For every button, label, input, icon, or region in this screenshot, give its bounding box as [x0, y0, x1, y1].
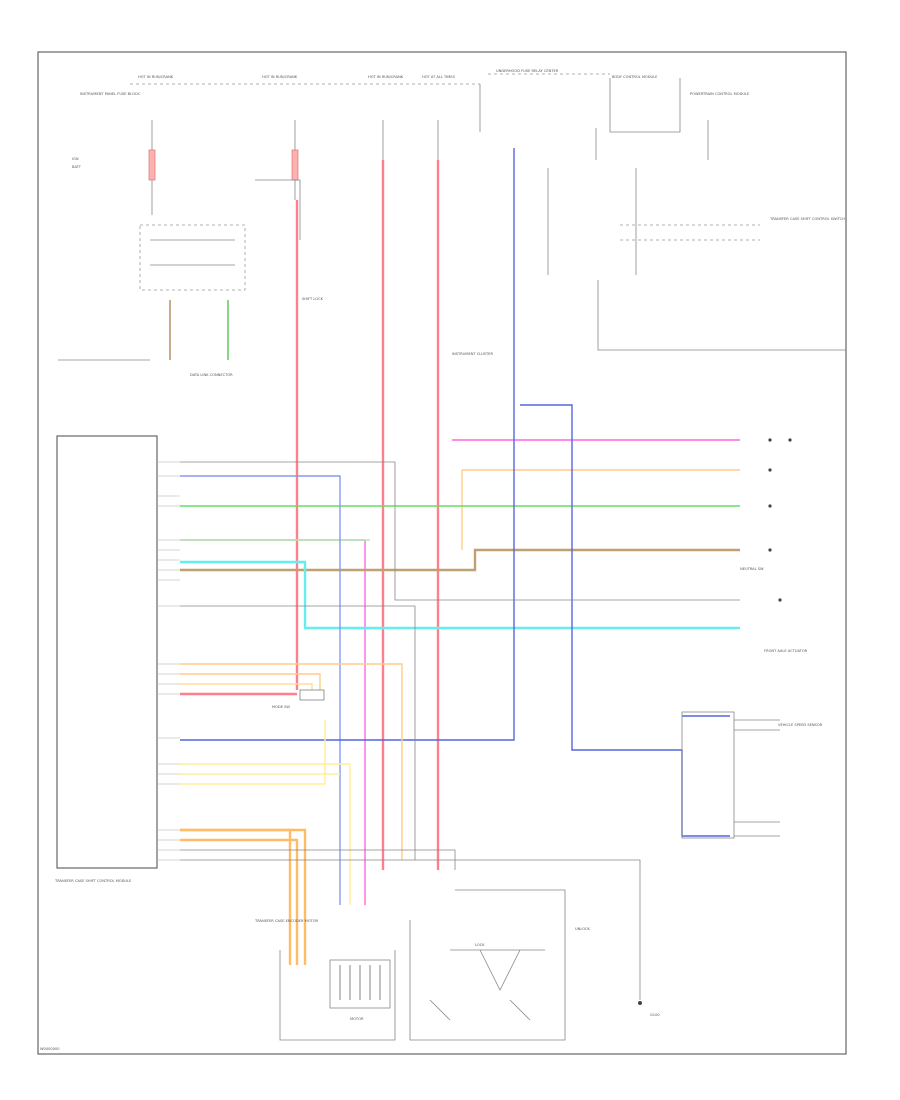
wire-brown [180, 548, 740, 572]
motor-inner [429, 949, 545, 1021]
relay-inner [150, 239, 235, 266]
label-transfer-case-encoder: TRANSFER CASE ENCODER MOTOR [254, 919, 319, 923]
encoder-bracket [279, 950, 396, 1041]
wire-yellow-3 [180, 720, 326, 785]
fuse-symbol-2 [291, 149, 299, 181]
connector-center [299, 689, 325, 701]
wire-gray-1 [180, 461, 740, 601]
wire-orange-2 [180, 673, 321, 690]
label-instrument-cluster: INSTRUMENT CLUSTER [452, 352, 493, 356]
wire-orange-1 [180, 663, 403, 860]
label-ground: G100 [650, 1013, 660, 1017]
label-front-axle-actuator: FRONT AXLE ACTUATOR [764, 649, 808, 653]
encoder-pins [339, 965, 381, 1000]
label-hot-run-1: HOT IN RUN/CRANK [138, 75, 174, 79]
label-pcm: POWERTRAIN CONTROL MODULE [690, 92, 750, 96]
right-connector-pins [734, 719, 780, 837]
label-hot-run-2: HOT IN RUN/CRANK [262, 75, 298, 79]
label-ign: IGN [72, 157, 79, 161]
ur-return-line [597, 280, 846, 351]
right-terminals [768, 438, 792, 602]
wire-yellow-1 [180, 763, 351, 905]
wire-blue-long [520, 404, 730, 837]
label-vehicle-speed: VEHICLE SPEED SENSOR [778, 723, 823, 727]
figure-id: W0000000 [40, 1047, 60, 1051]
encoder-connector [329, 959, 391, 1009]
mid-switch-line [255, 179, 301, 240]
transfer-case-module-box [56, 435, 158, 869]
motor-frame [409, 889, 566, 1041]
fuse-box-line-2 [609, 78, 681, 133]
label-data-link: DATA LINK CONNECTOR [190, 373, 233, 377]
wire-gray-bottom [180, 849, 641, 875]
ground-terminal [638, 1001, 642, 1005]
diagram-frame [37, 51, 847, 1055]
wire-blue-top [180, 475, 341, 905]
wire-orange-bottom-2 [180, 838, 299, 965]
label-instrument-panel-fuse: INSTRUMENT PANEL FUSE BLOCK [80, 92, 140, 96]
label-lock: LOCK [475, 943, 485, 947]
wire-orange-bottom-3 [180, 828, 292, 965]
label-motor: MOTOR [350, 1017, 364, 1021]
label-tcm-shift-switch: TRANSFER CASE SHIFT CONTROL SWITCH [769, 217, 845, 221]
wire-gray-2 [180, 605, 416, 860]
wire-cyan [180, 560, 740, 630]
relay-box [139, 224, 246, 291]
label-underhood-fuse: UNDERHOOD FUSE RELAY CENTER [496, 69, 559, 73]
label-hot-run-3: HOT IN RUN/CRANK [368, 75, 404, 79]
wire-orange-3 [180, 683, 313, 690]
label-shift-lock: SHIFT LOCK [302, 297, 324, 301]
wire-blue-right [180, 148, 515, 741]
fuse-symbol-1 [148, 149, 156, 181]
label-batt: BATT [72, 165, 82, 169]
module-pin-rows [157, 461, 180, 861]
label-hot-at-all: HOT AT ALL TIMES [422, 75, 456, 79]
label-body-control: BODY CONTROL MODULE [612, 75, 658, 79]
label-unlock: UNLOCK [575, 927, 591, 931]
label-neutral-sw: NEUTRAL SW [740, 567, 764, 571]
right-connector-box [681, 711, 735, 839]
ur-switch-lines [620, 224, 760, 241]
label-mode-sw: MODE SW [272, 705, 290, 709]
label-transfer-case-module: TRANSFER CASE SHIFT CONTROL MODULE [54, 879, 132, 883]
